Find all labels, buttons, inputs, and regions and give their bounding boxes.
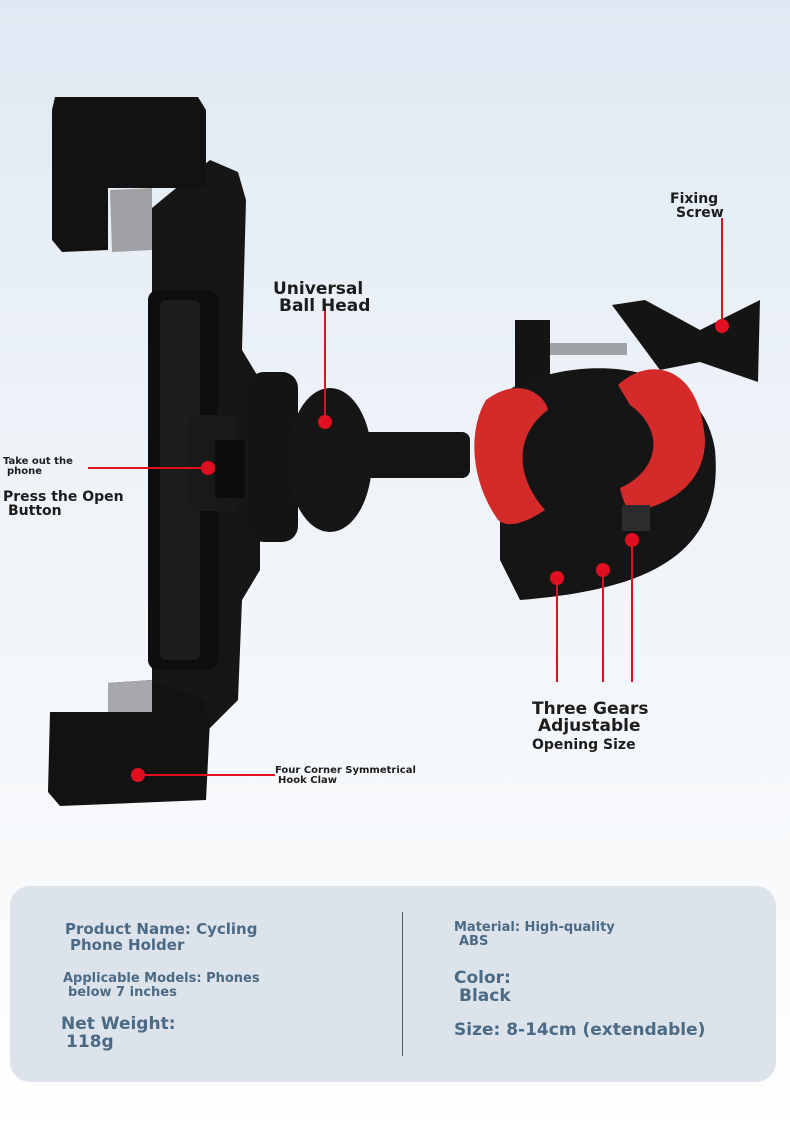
hook-claw-bottom [48,680,210,806]
callout-three-gears-line3: Opening Size [532,737,636,753]
spec-size: Size: 8-14cm (extendable) [454,1020,706,1040]
spec-material-line1: Material: High-quality [454,920,615,935]
spec-net-weight-line2: 118g [66,1031,114,1052]
spec-divider [402,912,403,1056]
spec-applicable-models-line2: below 7 inches [68,984,177,1000]
spec-applicable-models: Applicable Models: Phones below 7 inches [63,972,260,999]
spec-material: Material: High-quality ABS [454,921,615,948]
callout-hook-claw-line1: Four Corner Symmetrical [275,765,416,776]
spec-color: Color: Black [454,968,511,1006]
open-button [190,415,245,511]
callout-lines [88,218,723,776]
callout-fixing-screw-line2: Screw [676,205,724,221]
callout-hook-claw-line2: Hook Claw [278,775,337,786]
spec-material-line2: ABS [459,933,489,949]
spec-net-weight: Net Weight: 118g [61,1014,176,1052]
callout-three-gears-line1: Three Gears [532,699,649,719]
handlebar-clamp [474,300,760,600]
callout-ball-head-line1: Universal [273,279,364,299]
callout-take-out-line1: Take out the [3,456,73,467]
callout-three-gears: Three Gears Adjustable Opening Size [532,699,649,753]
callout-universal-ball-head: Universal Ball Head [273,281,370,315]
callout-three-gears-line2: Adjustable [538,716,641,736]
ball-head [248,372,470,542]
spec-panel: Product Name: Cycling Phone Holder Appli… [10,886,776,1082]
spec-product-name: Product Name: Cycling Phone Holder [65,920,258,954]
spec-product-name-line1: Product Name: Cycling [65,920,258,938]
hook-claw-top [52,97,206,252]
callout-press-line1: Press the Open [3,489,124,505]
spec-product-name-line2: Phone Holder [70,935,185,954]
callout-press-open-button: Press the Open Button [3,490,124,518]
product-illustration [48,97,760,806]
callout-fixing-screw: Fixing Screw [670,192,724,220]
spec-applicable-models-line1: Applicable Models: Phones [63,971,260,986]
spec-size-line1: Size: 8-14cm (extendable) [454,1020,706,1040]
callout-fixing-screw-line1: Fixing [670,191,719,207]
callout-press-line2: Button [8,503,62,519]
spec-color-line1: Color: [454,968,511,988]
spec-net-weight-line1: Net Weight: [61,1014,176,1034]
callout-take-out-phone: Take out the phone [3,457,73,477]
callout-hook-claw: Four Corner Symmetrical Hook Claw [275,766,416,786]
callout-markers [131,319,729,782]
callout-take-out-line2: phone [7,466,43,477]
spec-color-line2: Black [459,985,511,1006]
callout-ball-head-line2: Ball Head [279,296,371,316]
